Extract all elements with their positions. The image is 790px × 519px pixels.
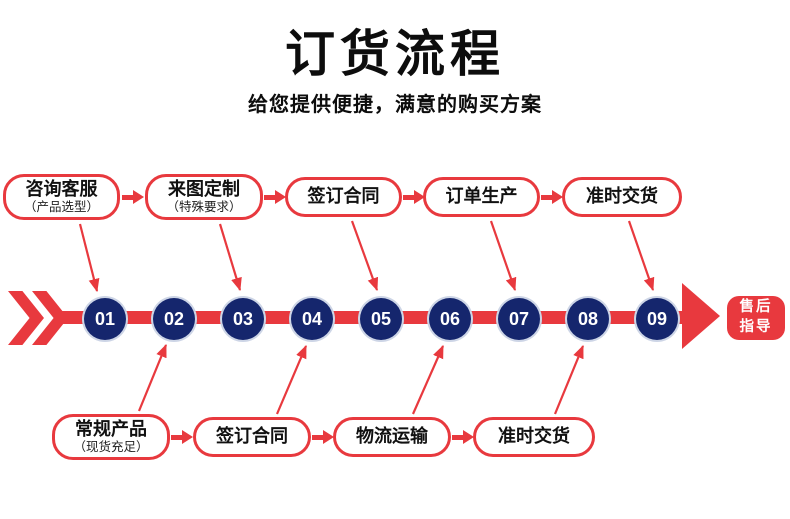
step-circle-04: 04 (291, 298, 333, 340)
right-arrow-icon (403, 190, 425, 204)
flow-node-label: 订单生产 (445, 186, 518, 207)
flow-node-logistics: 物流运输 (333, 417, 451, 457)
step-circle-08: 08 (567, 298, 609, 340)
page-subtitle: 给您提供便捷，满意的购买方案 (248, 94, 542, 116)
flow-node-label: 物流运输 (356, 426, 428, 447)
step-number: 09 (646, 308, 668, 329)
flow-node-consult-service: 咨询客服 （产品选型） (3, 174, 120, 220)
step-circle-03: 03 (222, 298, 264, 340)
flow-node-ontime-delivery-top: 准时交货 (562, 177, 682, 217)
flow-node-label: 常规产品 (75, 418, 147, 439)
right-arrow-icon (541, 190, 563, 204)
after-sales-line1: 售后 (739, 299, 773, 316)
flow-node-label: 准时交货 (498, 426, 570, 447)
right-arrow-icon (452, 430, 474, 444)
step-circle-01: 01 (84, 298, 126, 340)
step-number: 07 (508, 308, 530, 329)
right-arrow-icon (264, 190, 286, 204)
step-number: 08 (577, 308, 599, 329)
flow-node-order-production: 订单生产 (423, 177, 540, 217)
step-number: 01 (94, 308, 116, 329)
flow-node-custom-design: 来图定制 （特殊要求） (145, 174, 263, 220)
step-number: 02 (163, 308, 185, 329)
flow-node-label: 准时交货 (586, 186, 658, 207)
right-arrow-icon (122, 190, 144, 204)
flow-node-regular-product: 常规产品 （现货充足） (52, 414, 170, 460)
flow-node-sign-contract-top: 签订合同 (285, 177, 402, 217)
step-circle-02: 02 (153, 298, 195, 340)
flow-node-label: 咨询客服 (25, 178, 98, 199)
right-arrow-icon (312, 430, 334, 444)
step-number: 04 (301, 308, 323, 329)
step-circle-07: 07 (498, 298, 540, 340)
step-number: 03 (232, 308, 254, 329)
step-circle-05: 05 (360, 298, 402, 340)
flow-node-ontime-delivery-bottom: 准时交货 (473, 417, 595, 457)
flow-node-sublabel: （现货充足） (73, 439, 149, 454)
page-title: 订货流程 (285, 26, 505, 82)
step-circle-09: 09 (636, 298, 678, 340)
after-sales-line2: 指导 (739, 319, 773, 335)
arrowhead-icon (682, 283, 720, 349)
flow-node-sign-contract-bottom: 签订合同 (193, 417, 311, 457)
after-sales-badge: 售后 指导 (727, 296, 785, 340)
flow-node-label: 来图定制 (168, 178, 240, 199)
right-arrow-icon (171, 430, 193, 444)
flow-node-label: 签订合同 (307, 186, 380, 207)
step-number: 06 (439, 308, 461, 329)
flow-node-sublabel: （特殊要求） (166, 199, 242, 214)
step-number: 05 (370, 308, 392, 329)
flow-node-sublabel: （产品选型） (23, 199, 99, 214)
step-circle-06: 06 (429, 298, 471, 340)
flow-node-label: 签订合同 (216, 426, 288, 447)
